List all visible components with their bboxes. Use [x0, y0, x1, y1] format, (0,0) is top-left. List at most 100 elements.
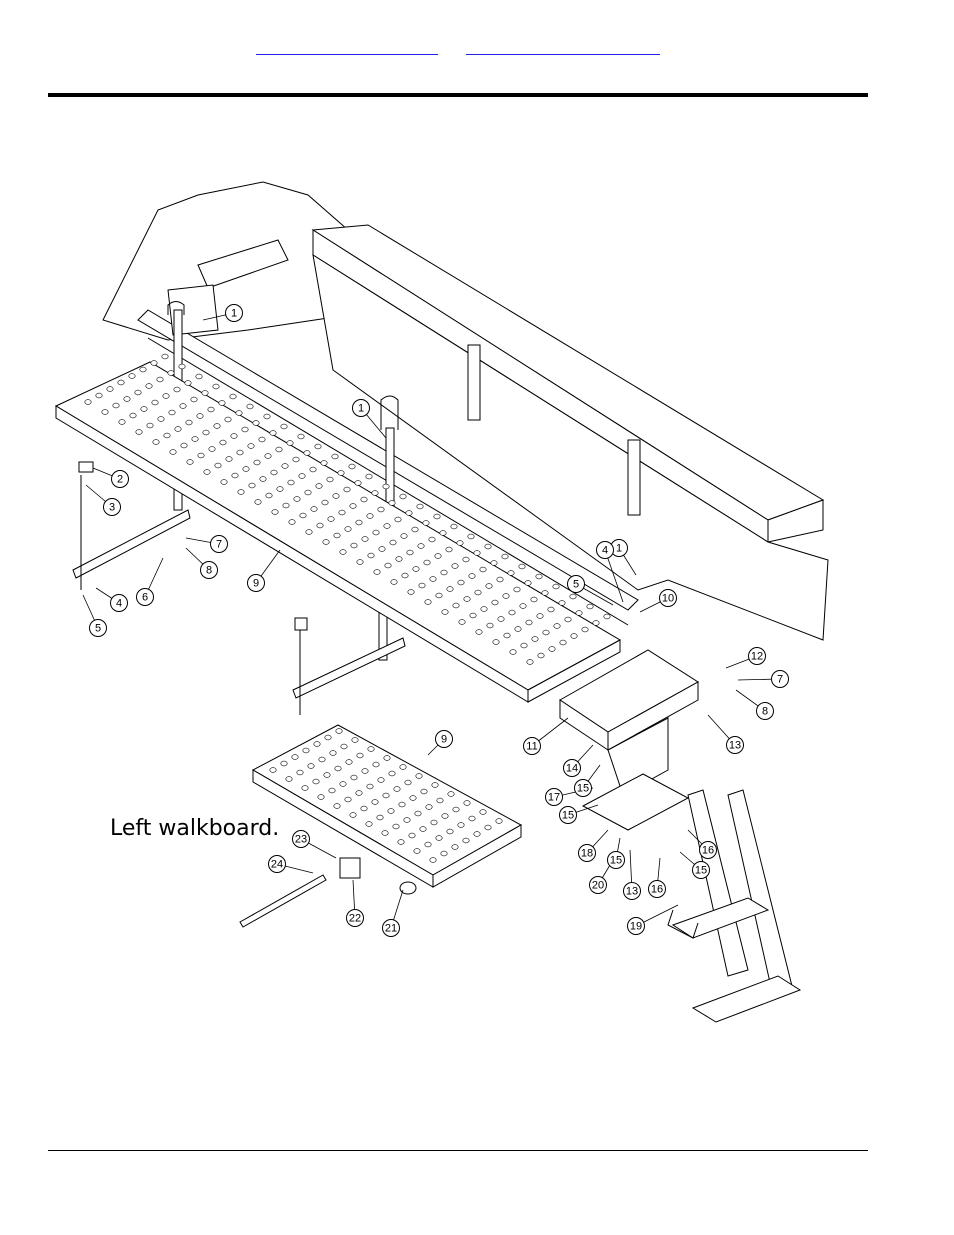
walkboard-hole: [106, 386, 114, 392]
walkboard-hole: [101, 409, 109, 415]
callout-1: 1: [352, 399, 370, 417]
walkboard-hole: [84, 399, 92, 405]
header-rule: [48, 93, 868, 97]
svg-text:3: 3: [109, 502, 115, 514]
walkboard-hole: [350, 542, 358, 549]
walkboard-hole: [281, 463, 289, 469]
walkboard-hole: [408, 832, 416, 839]
walkboard-hole: [280, 423, 288, 430]
walkboard-hole: [439, 530, 447, 536]
svg-text:2: 2: [117, 474, 123, 486]
walkboard-hole: [400, 533, 408, 539]
walkboard-hole: [586, 603, 594, 610]
walkboard-hole: [338, 509, 346, 516]
walkboard-hole: [317, 794, 325, 800]
walkboard-hole: [462, 556, 470, 563]
walkboard-hole: [301, 785, 309, 791]
svg-text:4: 4: [602, 545, 608, 557]
walkboard-hole: [207, 406, 215, 413]
svg-text:18: 18: [581, 848, 593, 860]
walkboard-hole: [285, 776, 293, 782]
walkboard-hole: [462, 837, 470, 844]
walkboard-hole: [457, 822, 465, 828]
walkboard-hole: [480, 606, 488, 612]
walkboard-hole: [179, 403, 187, 409]
walkboard-hole: [270, 469, 278, 476]
walkboard-hole: [237, 489, 245, 495]
walkboard-hole: [431, 782, 439, 788]
walkboard-hole: [335, 728, 343, 734]
walkboard-hole: [203, 469, 211, 475]
walkboard-hole: [333, 532, 341, 539]
walkboard-hole: [161, 353, 169, 360]
callout-15: 15: [559, 806, 577, 824]
callout-10: 10: [659, 589, 677, 607]
walkboard-hole: [490, 560, 498, 566]
walkboard-hole: [518, 563, 526, 570]
walkboard-hole: [212, 383, 220, 390]
svg-text:15: 15: [610, 855, 622, 867]
svg-text:7: 7: [777, 674, 783, 686]
main-frame: [102, 181, 829, 641]
walkboard-hole: [390, 579, 398, 585]
walkboard-hole: [495, 818, 503, 824]
walkboard-hole: [304, 489, 312, 496]
footer-rule: [48, 1150, 868, 1151]
walkboard-hole: [446, 828, 454, 835]
walkboard-hole: [530, 596, 538, 603]
svg-text:13: 13: [729, 740, 741, 752]
walkboard-hole: [286, 440, 294, 446]
walkboard-hole: [339, 781, 347, 787]
walkboard-hole: [552, 583, 560, 590]
walkboard-hole: [230, 433, 238, 439]
walkboard-hole: [350, 774, 358, 781]
walkboard-hole: [146, 422, 154, 429]
walkboard-hole: [213, 423, 221, 429]
walkboard-hole: [412, 566, 420, 572]
walkboard-hole: [287, 479, 295, 486]
walkboard-hole: [218, 400, 226, 406]
callout-1: 1: [610, 539, 628, 557]
svg-text:7: 7: [216, 539, 222, 551]
walkboard-hole: [315, 483, 323, 489]
svg-text:13: 13: [626, 886, 638, 898]
walkboard-hole: [276, 486, 284, 492]
walkboard-hole: [348, 463, 356, 470]
callout-15: 15: [607, 851, 625, 869]
walkboard-hole: [202, 429, 210, 436]
svg-text:1: 1: [358, 403, 364, 415]
walkboard-hole: [415, 773, 423, 779]
svg-text:16: 16: [651, 884, 663, 896]
walkboard-hole: [258, 436, 266, 443]
step-assembly: [559, 649, 802, 1023]
walkboard-hole: [340, 743, 348, 750]
walkboard-hole: [507, 570, 515, 576]
walkboard-hole: [479, 809, 487, 815]
support-brackets: [72, 461, 406, 715]
walkboard-hole: [531, 636, 539, 642]
walkboard-hole: [291, 754, 299, 760]
walkboard-hole: [321, 499, 329, 506]
walkboard-hole: [367, 552, 375, 559]
walkboard-hole: [313, 741, 321, 747]
walkboard-hole: [389, 539, 397, 546]
walkboard-hole: [399, 493, 407, 500]
walkboard-hole: [547, 606, 555, 613]
walkboard-hole: [327, 516, 335, 522]
walkboard-hole: [463, 596, 471, 602]
walkboard-hole: [269, 430, 277, 436]
nav-link-1[interactable]: [256, 40, 438, 55]
nav-link-2[interactable]: [466, 40, 660, 55]
walkboard-hole: [195, 373, 203, 380]
svg-text:12: 12: [751, 651, 763, 663]
walkboard-hole: [361, 536, 369, 542]
walkboard-hole: [436, 797, 444, 804]
parts-diagram: 1112344556778899101112131314151515151616…: [54, 181, 829, 1023]
walkboard-hole: [123, 396, 131, 402]
walkboard-hole: [458, 619, 466, 625]
walkboard-hole: [371, 490, 379, 496]
walkboard-hole: [473, 831, 481, 837]
walkboard-hole: [151, 399, 159, 406]
walkboard-hole: [339, 549, 347, 555]
callout-7: 7: [210, 535, 228, 553]
